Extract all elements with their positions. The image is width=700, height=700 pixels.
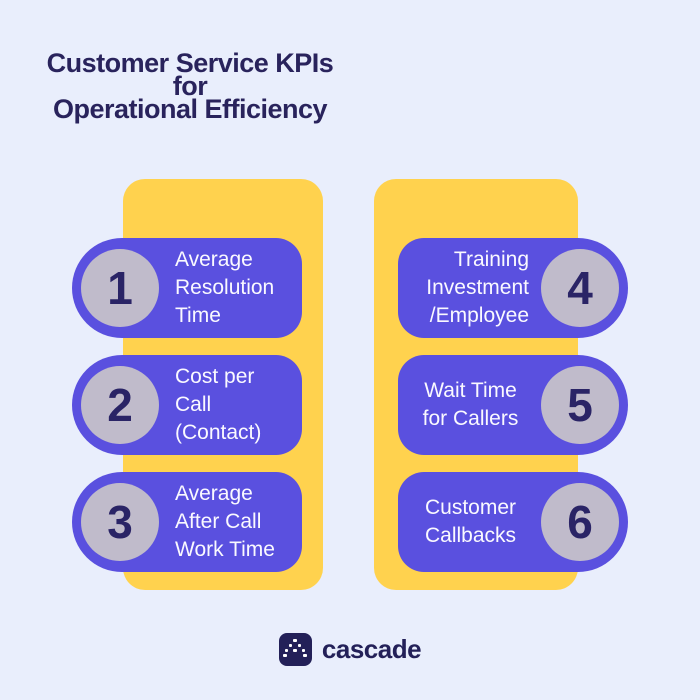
title-line-1: Customer Service KPIs	[46, 48, 334, 78]
kpi-1-label: Average Resolution Time	[175, 248, 275, 327]
kpi-1-number: 1	[107, 262, 133, 314]
kpi-4-label: Training Investment /Employee	[426, 248, 529, 327]
title-line-3: Operational Efficiency	[52, 94, 328, 124]
brand-name: cascade	[321, 634, 422, 664]
kpi-3-label: Average After Call Work Time	[175, 482, 275, 561]
page-title: Customer Service KPIs for Operational Ef…	[30, 48, 350, 124]
cascade-dots-a-icon	[278, 633, 312, 666]
kpi-5-number-circle: 5	[541, 366, 619, 444]
kpi-4-number-circle: 4	[541, 249, 619, 327]
kpi-1-number-circle: 1	[81, 249, 159, 327]
kpi-card-6: 6 Customer Callbacks	[398, 472, 628, 572]
kpi-4-number: 4	[567, 262, 593, 314]
kpi-card-2: 2 Cost per Call (Contact)	[72, 355, 302, 455]
kpi-6-number-circle: 6	[541, 483, 619, 561]
kpi-3-number: 3	[107, 496, 133, 548]
kpi-card-5: 5 Wait Time for Callers	[398, 355, 628, 455]
kpi-5-label: Wait Time for Callers	[422, 379, 519, 430]
title-line-2: for	[172, 71, 208, 101]
kpi-3-number-circle: 3	[81, 483, 159, 561]
kpi-6-number: 6	[567, 496, 593, 548]
kpi-2-number: 2	[107, 379, 133, 431]
kpi-6-label: Customer Callbacks	[424, 496, 517, 547]
brand-footer: cascade	[0, 633, 700, 666]
kpi-card-4: 4 Training Investment /Employee	[398, 238, 628, 338]
kpi-card-3: 3 Average After Call Work Time	[72, 472, 302, 572]
kpi-card-1: 1 Average Resolution Time	[72, 238, 302, 338]
kpi-5-number: 5	[567, 379, 593, 431]
kpi-2-label: Cost per Call (Contact)	[175, 365, 262, 444]
kpi-2-number-circle: 2	[81, 366, 159, 444]
